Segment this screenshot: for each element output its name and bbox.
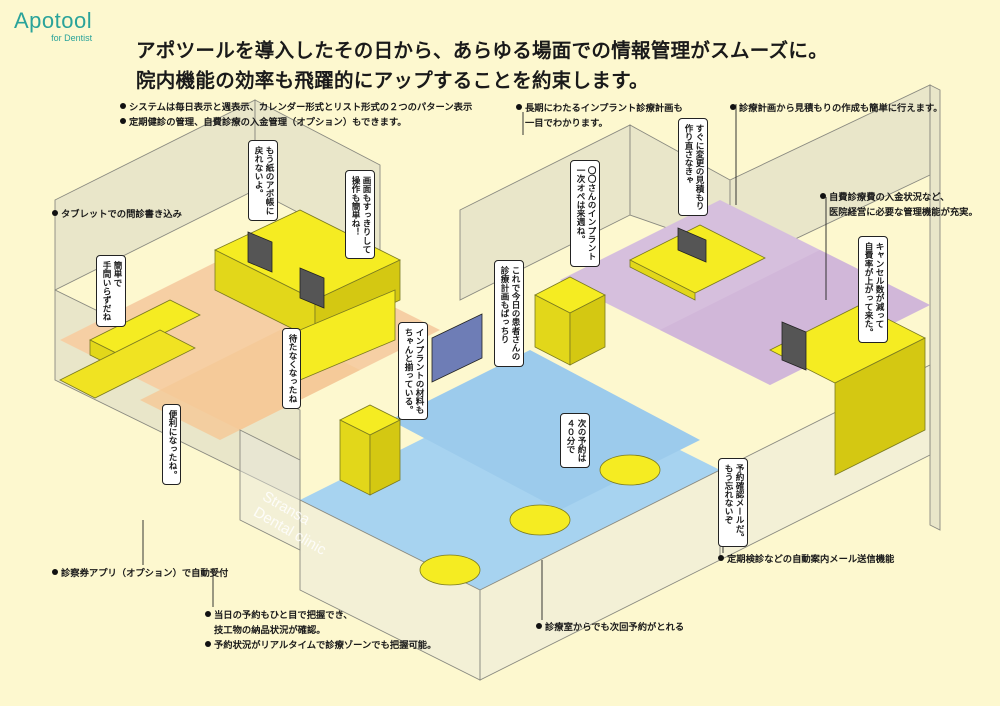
note-text: 定期健診の管理、自費診療の入金管理（オプション）もできます。 <box>129 117 407 128</box>
bullet-icon <box>52 569 58 575</box>
monitors <box>247 227 807 383</box>
note-today: 当日の予約もひと目で把握でき、 技工物の納品状況が確認。 予約状況がリアルタイム… <box>205 608 436 653</box>
waiting-bench <box>59 299 201 399</box>
speech-bubble-operation: 画面もすっきりして 操作も簡単ね！ <box>345 170 375 260</box>
speech-bubble-material: インプラントの材料も ちゃんと揃っている。 <box>398 322 428 420</box>
logo-subtitle: for Dentist <box>51 33 93 43</box>
office-desk <box>629 224 766 301</box>
note-estimate: 診療計画から見積もりの作成も簡単に行えます。 <box>730 101 943 116</box>
bullet-icon <box>536 623 542 629</box>
logo-title: Apotool <box>14 8 93 33</box>
note-treatment: 診療室からでも次回予約がとれる <box>536 620 684 635</box>
note-text: 診療計画から見積もりの作成も簡単に行えます。 <box>739 103 943 114</box>
speech-bubble-implant: 〇〇さんのインプラント 一次オペは来週ね。 <box>570 160 600 267</box>
note-text: 長期にわたるインプラント診療計画も <box>525 103 683 114</box>
bullet-icon <box>205 611 211 617</box>
speech-bubble-paper: もう紙のアポ帳に 戻れないよ。 <box>248 140 278 221</box>
bullet-icon <box>52 210 58 216</box>
reception-counter <box>214 209 401 381</box>
speech-bubble-next: 次の予約は ４０分で <box>560 413 590 468</box>
note-text: タブレットでの問診書き込み <box>61 209 182 220</box>
note-payment: 自費診療費の入金状況など、 医院経営に必要な管理機能が充実。 <box>820 190 978 220</box>
cabinets <box>339 276 606 496</box>
note-text: 診察券アプリ（オプション）で自動受付 <box>61 568 229 579</box>
speech-bubble-mail: 予約確認メールだ。 もう忘れないぞ <box>718 458 748 548</box>
apotool-logo: Apotool for Dentist <box>14 8 93 44</box>
headline-line-1: アポツールを導入したその日から、あらゆる場面での情報管理がスムーズに。 <box>136 39 829 62</box>
callout-lines <box>142 104 827 620</box>
note-implant: 長期にわたるインプラント診療計画も 一目でわかります。 <box>516 101 683 131</box>
note-text: 一目でわかります。 <box>525 118 608 129</box>
note-reception: システムは毎日表示と週表示、カレンダー形式とリスト形式の２つのパターン表示 定期… <box>120 100 472 130</box>
note-mail: 定期検診などの自動案内メール送信機能 <box>718 552 894 567</box>
headline-line-2: 院内機能の効率も飛躍的にアップすることを約束します。 <box>136 69 649 92</box>
note-tablet: タブレットでの問診書き込み <box>52 207 182 222</box>
note-text: 技工物の納品状況が確認。 <box>214 625 326 636</box>
note-text: 医院経営に必要な管理機能が充実。 <box>829 207 978 218</box>
note-text: 予約状況がリアルタイムで診療ゾーンでも把握可能。 <box>214 640 437 651</box>
speech-bubble-wait: 待たなくなったね <box>282 328 301 409</box>
speech-bubble-convenient: 便利になったね。 <box>162 404 181 485</box>
dental-chairs <box>419 454 661 586</box>
bullet-icon <box>516 104 522 110</box>
bullet-icon <box>718 555 724 561</box>
speech-bubble-reset: すぐに変更の見積もり 作り直さなきゃ <box>678 118 708 216</box>
bullet-icon <box>120 103 126 109</box>
speech-bubble-plan: これで今日の患者さんの 診療計画もばっちり <box>494 260 524 367</box>
note-app: 診察券アプリ（オプション）で自動受付 <box>52 566 228 581</box>
note-text: 定期検診などの自動案内メール送信機能 <box>727 554 895 565</box>
speech-bubble-cancel: キャンセル数が減って 自費率が上がって来た。 <box>858 236 888 343</box>
bullet-icon <box>730 104 736 110</box>
bullet-icon <box>820 193 826 199</box>
note-text: 自費診療費の入金状況など、 <box>829 192 950 203</box>
note-text: 当日の予約もひと目で把握でき、 <box>214 610 353 621</box>
bullet-icon <box>120 118 126 124</box>
note-text: 診療室からでも次回予約がとれる <box>545 622 685 633</box>
note-text: システムは毎日表示と週表示、カレンダー形式とリスト形式の２つのパターン表示 <box>129 102 473 113</box>
speech-bubble-simple: 簡単で 手間いらずだね <box>96 255 126 328</box>
bullet-icon <box>205 641 211 647</box>
